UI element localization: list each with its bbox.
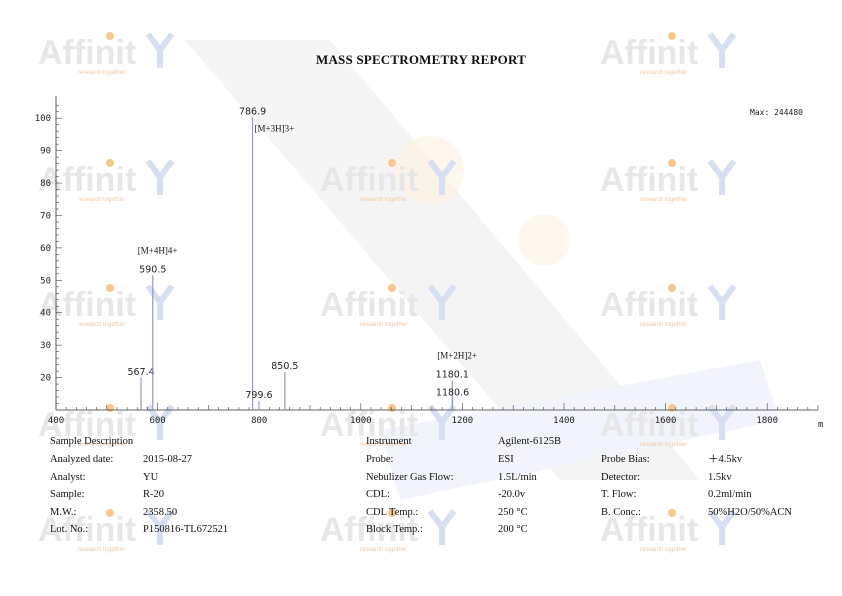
setting-field-value: 1.5kv — [708, 471, 732, 483]
y-tick-label: 80 — [40, 179, 51, 189]
setting-field-value: 50%H2O/50%ACN — [708, 506, 792, 518]
instrument-field-label: Nebulizer Gas Flow: — [366, 471, 454, 483]
instrument-field-value: ESI — [498, 454, 514, 465]
instrument-field-value: -20.0v — [498, 489, 526, 500]
sample-field-label: Lot. No.: — [50, 524, 89, 535]
peak-label: 1180.6 — [436, 387, 469, 398]
instrument-field-label: Block Temp.: — [366, 524, 423, 535]
peak-label: 1180.1 — [436, 370, 469, 381]
peak-annotation: [M+4H]4+ — [138, 245, 178, 255]
watermark-subtext: research together — [640, 442, 687, 448]
sample-field-value: R-20 — [143, 489, 164, 500]
instrument-field-value: 1.5L/min — [498, 471, 537, 483]
chart-axes: 400 600 800 1000 1200 1400 1600 1800 20 30 40 50 60 7… — [35, 96, 819, 426]
instrument-name: Agilent-6125B — [498, 436, 561, 447]
setting-field-label: B. Conc.: — [601, 506, 641, 518]
sample-field-value: P150816-TL672521 — [143, 524, 229, 535]
watermark-subtext: research together — [640, 547, 687, 553]
x-tick-label: 1000 — [350, 416, 372, 426]
setting-field-label: T. Flow: — [601, 489, 637, 500]
chart-peaks: 567.4 590.5 [M+4H]4+ 786.9 [M+3H]3+ 799.6 850.… — [127, 106, 477, 410]
x-tick-label: 1200 — [452, 416, 474, 426]
mass-spectrum-chart: 400 600 800 1000 1200 1400 1600 1800 20 30 40 50 60 7… — [35, 96, 823, 430]
watermark-subtext: research together — [360, 547, 407, 553]
instrument-field-value: 250 °C — [498, 506, 528, 518]
sample-field-value: 2015-08-27 — [143, 454, 192, 465]
x-tick-label: 1600 — [655, 416, 677, 426]
setting-field-label: Detector: — [601, 471, 641, 483]
x-axis-end-label: m — [818, 420, 823, 430]
x-tick-label: 400 — [48, 416, 64, 426]
y-tick-label: 30 — [40, 341, 51, 351]
y-tick-label: 50 — [40, 276, 51, 286]
sample-field-label: Analyzed date: — [50, 454, 114, 465]
peak-label: 590.5 — [139, 264, 166, 275]
peak-label: 567.4 — [127, 367, 154, 378]
x-tick-label: 1800 — [756, 416, 778, 426]
x-tick-label: 1400 — [553, 416, 575, 426]
x-tick-label: 800 — [251, 416, 267, 426]
instrument-header: Instrument — [366, 436, 412, 447]
watermark-dot-icon — [106, 509, 114, 517]
instrument-field-label: Probe: — [366, 454, 394, 465]
y-tick-label: 100 — [35, 114, 51, 124]
peak-label: 850.5 — [271, 361, 298, 372]
peak-label: 786.9 — [239, 106, 266, 117]
watermark-y-icon — [427, 509, 457, 545]
max-intensity-label: Max: 244480 — [750, 108, 803, 117]
y-tick-label: 70 — [40, 211, 51, 221]
setting-field-label: Probe Bias: — [601, 454, 650, 465]
y-tick-label: 40 — [40, 309, 51, 319]
report-title: MASS SPECTROMETRY REPORT — [316, 52, 526, 67]
sample-field-label: Analyst: — [50, 471, 86, 483]
sample-description-header: Sample Description — [50, 436, 134, 447]
watermark-dot-icon — [668, 509, 676, 517]
sample-field-label: M.W.: — [50, 506, 77, 518]
instrument-field-label: CDL Temp.: — [366, 506, 419, 518]
setting-field-value: 0.2ml/min — [708, 489, 752, 500]
peak-label: 799.6 — [245, 390, 272, 401]
y-tick-label: 90 — [40, 147, 51, 157]
sample-field-label: Sample: — [50, 489, 85, 500]
peak-annotation: [M+3H]3+ — [255, 123, 295, 133]
instrument-field-label: CDL: — [366, 489, 390, 500]
y-tick-label: 20 — [40, 374, 51, 384]
watermark-subtext: research together — [78, 547, 125, 553]
y-tick-label: 60 — [40, 244, 51, 254]
instrument-field-value: 200 °C — [498, 524, 528, 535]
sample-field-value: 2358.50 — [143, 506, 178, 518]
sample-field-value: YU — [143, 471, 159, 483]
setting-field-value: ＋4.5kv — [708, 454, 743, 465]
x-tick-label: 600 — [149, 416, 165, 426]
peak-annotation: [M+2H]2+ — [437, 351, 477, 361]
